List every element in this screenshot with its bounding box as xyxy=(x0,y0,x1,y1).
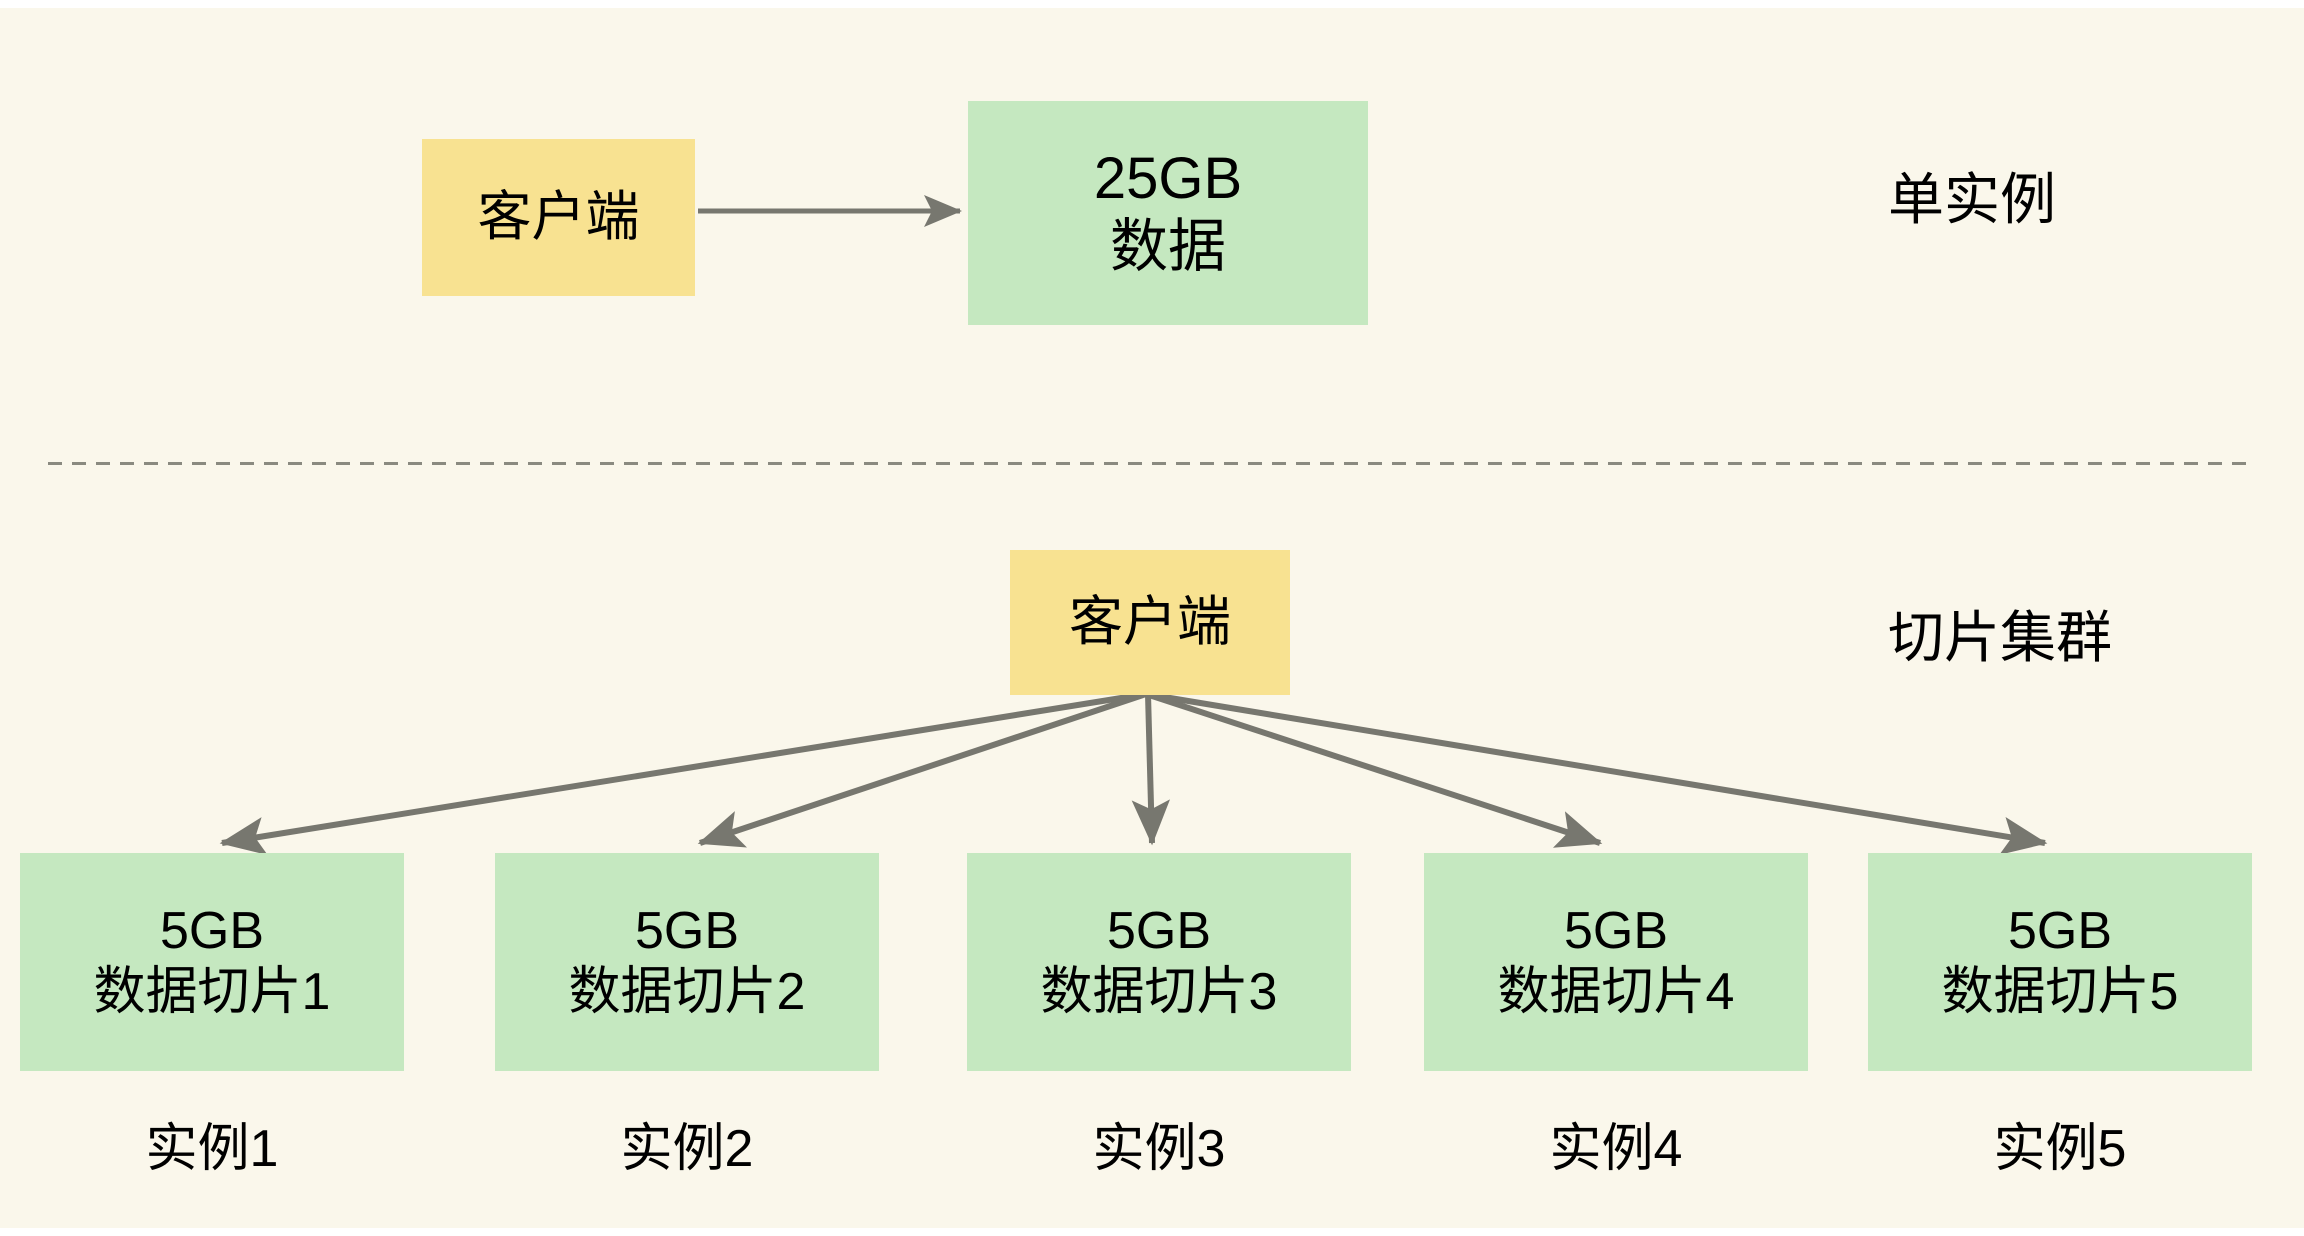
arrow-client-to-shard-3 xyxy=(1131,693,1171,846)
instance-label-1: 实例1 xyxy=(20,1108,404,1178)
instance-label-2: 实例2 xyxy=(495,1108,879,1178)
instance-label-text: 实例1 xyxy=(145,1119,279,1178)
shard-node-2[interactable]: 5GB 数据切片2 xyxy=(495,853,879,1071)
instance-label-5: 实例5 xyxy=(1868,1108,2252,1178)
shard-size: 5GB xyxy=(1563,901,1669,960)
bottom-margin-strip xyxy=(0,1228,2304,1236)
shard-name: 数据切片2 xyxy=(568,963,806,1021)
data-node-name: 数据 xyxy=(1109,214,1226,279)
top-margin-strip xyxy=(0,0,2304,8)
shard-node-4[interactable]: 5GB 数据切片4 xyxy=(1424,853,1808,1071)
shard-node-1[interactable]: 5GB 数据切片1 xyxy=(20,853,404,1071)
section-label-single-instance: 单实例 xyxy=(1888,160,2218,240)
instance-label-text: 实例5 xyxy=(1993,1119,2127,1178)
instance-label-text: 实例4 xyxy=(1549,1119,1683,1178)
arrow-client-to-shard-2 xyxy=(697,691,1147,848)
data-node-size: 25GB xyxy=(1093,145,1243,211)
section-label-text: 单实例 xyxy=(1888,167,2056,231)
shard-size: 5GB xyxy=(634,901,740,960)
shard-name: 数据切片3 xyxy=(1040,963,1278,1021)
shard-size: 5GB xyxy=(2007,901,2113,960)
client-node-label: 客户端 xyxy=(1069,591,1231,652)
shard-size: 5GB xyxy=(1106,901,1212,960)
arrow-client-to-shard-1 xyxy=(219,691,1147,856)
data-node-25gb[interactable]: 25GB 数据 xyxy=(968,101,1368,325)
shard-name: 数据切片5 xyxy=(1941,963,2179,1021)
instance-label-3: 实例3 xyxy=(967,1108,1351,1178)
shard-size: 5GB xyxy=(159,901,265,960)
shard-name: 数据切片4 xyxy=(1497,963,1735,1021)
shard-name: 数据切片1 xyxy=(93,963,331,1021)
arrow-client-to-shard-5 xyxy=(1145,691,2048,855)
shard-node-5[interactable]: 5GB 数据切片5 xyxy=(1868,853,2252,1071)
shard-node-3[interactable]: 5GB 数据切片3 xyxy=(967,853,1351,1071)
instance-label-text: 实例2 xyxy=(620,1119,754,1178)
section-label-sharded-cluster: 切片集群 xyxy=(1888,598,2248,678)
arrow-client-to-shard-4 xyxy=(1145,691,1603,848)
instance-label-4: 实例4 xyxy=(1424,1108,1808,1178)
instance-label-text: 实例3 xyxy=(1092,1119,1226,1178)
client-node-sharded-cluster[interactable]: 客户端 xyxy=(1010,550,1290,695)
client-node-label: 客户端 xyxy=(477,186,640,247)
section-label-text: 切片集群 xyxy=(1888,605,2112,669)
section-divider-dashed xyxy=(48,462,2256,465)
client-node-single-instance[interactable]: 客户端 xyxy=(422,139,695,296)
